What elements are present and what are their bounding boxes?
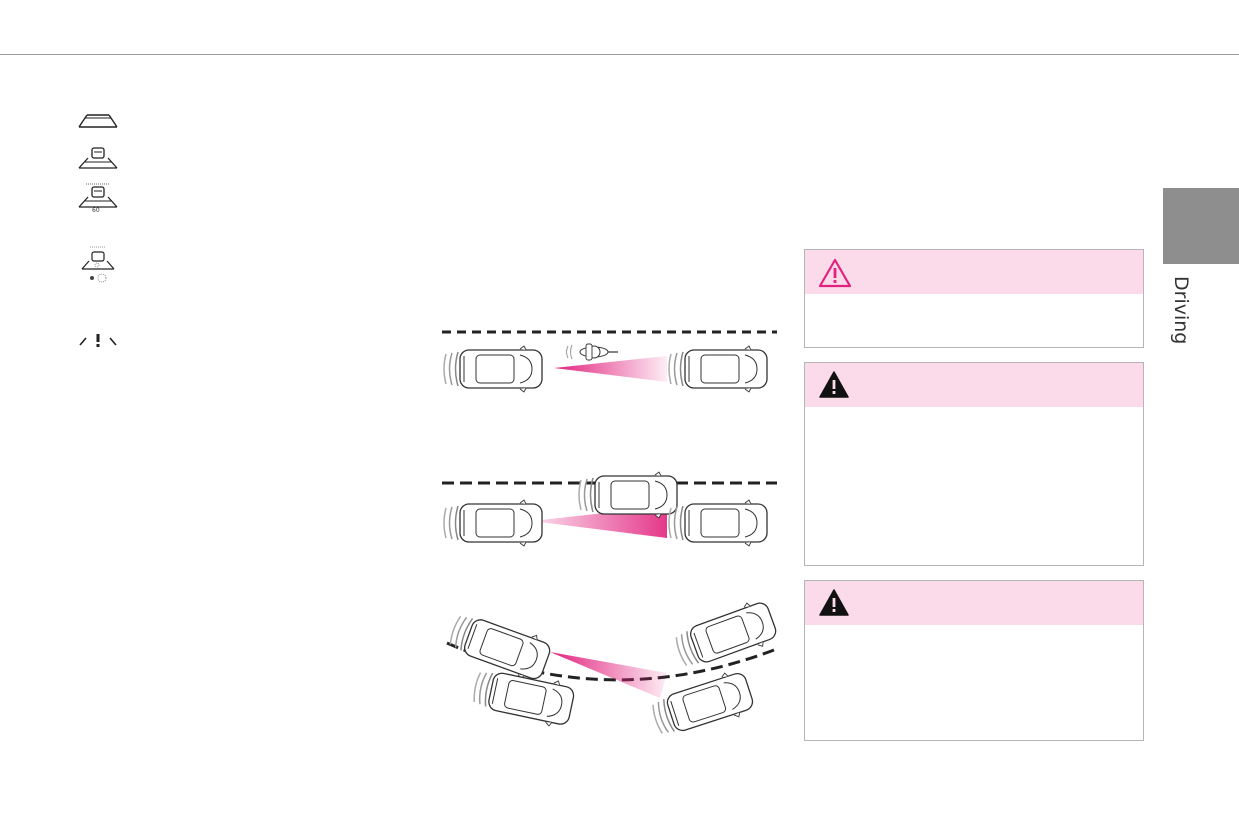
warning-box	[804, 249, 1144, 348]
warning-box	[804, 580, 1144, 741]
top-rule	[0, 54, 1239, 55]
warning-triangle-outline-icon	[818, 257, 852, 294]
warning-header	[805, 581, 1143, 625]
vehicle-ahead-lane-icon	[78, 146, 118, 170]
road-lane-icon	[78, 112, 118, 130]
speed-caption: 60	[92, 207, 100, 214]
warning-header	[805, 250, 1143, 294]
lane-warning-icon	[78, 328, 118, 350]
motorcycle	[566, 343, 618, 361]
warning-triangle-filled-icon	[818, 588, 850, 623]
vehicle-ahead-speed-icon: 60	[78, 180, 118, 216]
scenario-curve	[446, 596, 781, 738]
vehicle-ahead-distance-icon	[80, 244, 116, 286]
warning-triangle-filled-icon	[818, 370, 850, 405]
warning-box	[804, 362, 1144, 566]
forward-collision-scenarios-illustration	[442, 330, 781, 738]
chapter-tab[interactable]	[1163, 188, 1239, 264]
scenario-cut-in	[442, 471, 777, 547]
warning-header	[805, 363, 1143, 407]
warning-body	[805, 407, 1143, 423]
scenario-motorcycle	[442, 330, 777, 393]
warning-body	[805, 294, 1143, 310]
warning-body	[805, 625, 1143, 641]
chapter-tab-label: Driving	[1170, 276, 1192, 345]
